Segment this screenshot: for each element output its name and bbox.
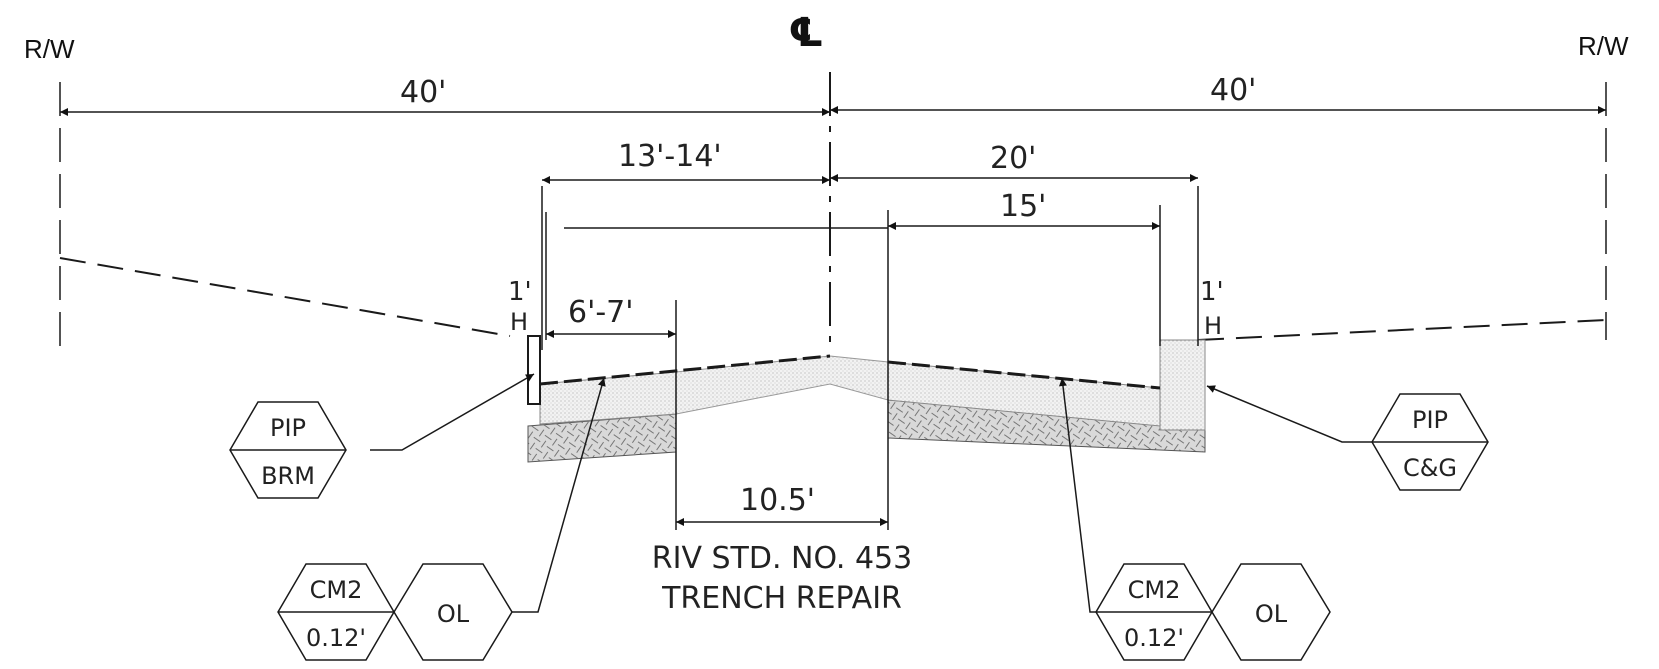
right-right-of-way-label: R/W [1578, 31, 1629, 61]
right-curb-height-marker: H [1204, 312, 1222, 340]
cm2-left-tag: OL [437, 600, 470, 628]
curb-and-gutter [1159, 339, 1206, 431]
overlay-surface-left [539, 354, 831, 386]
pip-berm-top: PIP [270, 414, 306, 442]
pip-berm-bottom: BRM [261, 462, 315, 490]
dim-right-edge: 20' [990, 141, 1036, 176]
leader-pip-cg [1206, 385, 1372, 443]
pip-berm-callout: PIP BRM [229, 401, 347, 499]
left-right-of-way-label: R/W [24, 34, 75, 64]
trench-repair-patch [675, 355, 889, 415]
existing-ground-left [59, 257, 511, 337]
cm2-right-bottom: 0.12' [1124, 624, 1184, 652]
dim-right-lane: 15' [1000, 189, 1046, 224]
cm2-left-callout: CM2 0.12' OL [277, 563, 513, 661]
pip-cg-bottom: C&G [1403, 454, 1457, 482]
centerline-symbol: ℄ [788, 10, 824, 56]
overlay-surface-right [887, 360, 1161, 390]
dim-right-row: 40' [1210, 73, 1256, 108]
existing-ground-right [1197, 319, 1607, 341]
pip-cg-top: PIP [1412, 406, 1448, 434]
leader-pip-berm [370, 373, 535, 451]
dim-left-row: 40' [400, 75, 446, 110]
trench-note-line2: TRENCH REPAIR [661, 581, 902, 616]
dim-right-curb-height: 1' [1200, 277, 1224, 307]
dim-left-berm-height: 1' [508, 277, 532, 307]
trench-note-line1: RIV STD. NO. 453 [652, 541, 912, 576]
leader-cm2-left [512, 377, 606, 613]
cm2-right-top: CM2 [1128, 576, 1181, 604]
dim-left-shoulder: 6'-7' [568, 295, 634, 330]
pip-cg-callout: PIP C&G [1371, 393, 1489, 491]
leader-cm2-right [1058, 377, 1096, 613]
left-berm-height-marker: H [510, 308, 528, 336]
cm2-left-top: CM2 [310, 576, 363, 604]
dim-left-edge: 13'-14' [618, 139, 722, 174]
berm [527, 335, 541, 405]
cm2-right-tag: OL [1255, 600, 1288, 628]
dim-trench-width: 10.5' [740, 483, 815, 518]
cm2-left-bottom: 0.12' [306, 624, 366, 652]
cm2-right-callout: CM2 0.12' OL [1095, 563, 1331, 661]
